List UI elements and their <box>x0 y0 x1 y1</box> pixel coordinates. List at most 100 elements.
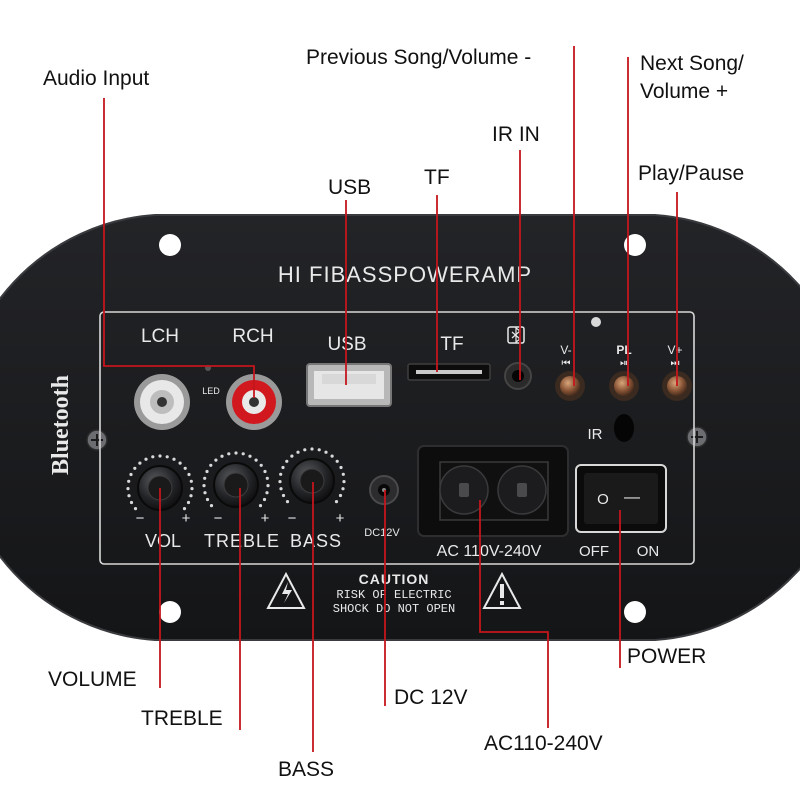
caution-line-2: SHOCK DO NOT OPEN <box>333 602 455 616</box>
callout-volume: VOLUME <box>48 668 137 691</box>
knob-scale-dot <box>342 480 346 484</box>
knob-scale-dot <box>281 465 285 470</box>
knob-scale-dot <box>205 469 209 474</box>
callout-ir-in: IR IN <box>492 123 540 146</box>
knob-scale-dot <box>248 454 252 458</box>
mount-hole-top-left <box>159 234 181 256</box>
rch-label: RCH <box>232 326 273 347</box>
electric-warning-icon <box>266 571 306 609</box>
knob-scale-dot <box>324 450 328 454</box>
off-label: OFF <box>579 543 609 560</box>
control-frame <box>99 311 695 565</box>
mount-hole-top-right <box>624 234 646 256</box>
knob-scale-dot <box>241 452 245 456</box>
previous-track-icon: ⏮ <box>562 358 571 369</box>
knob-scale-dot <box>138 461 142 465</box>
play-pause-icon: ⏯ <box>620 358 628 369</box>
ir-label: IR <box>588 426 603 443</box>
knob-scale-dot <box>285 459 289 463</box>
treble-knob[interactable] <box>213 462 259 508</box>
tf-label: TF <box>440 334 463 355</box>
previous-volume-down-button[interactable] <box>555 371 585 401</box>
dc12v-label: DC12V <box>364 527 400 539</box>
knob-scale-dot <box>266 484 270 488</box>
usb-label: USB <box>327 334 366 355</box>
knob-scale-dot <box>234 451 238 455</box>
treble-plus: + <box>261 510 270 527</box>
knob-scale-dot <box>338 493 343 498</box>
screw-right-icon <box>686 426 708 448</box>
knob-scale-dot <box>265 491 269 495</box>
knob-scale-dot <box>334 500 339 504</box>
knob-scale-dot <box>144 457 148 461</box>
callout-usb: USB <box>328 176 371 199</box>
lch-label: LCH <box>141 326 179 347</box>
knob-scale-dot <box>296 450 300 454</box>
on-label: ON <box>637 543 660 560</box>
leader-lines <box>103 46 678 752</box>
callout-dc12v: DC 12V <box>394 686 468 709</box>
callout-play-pause: Play/Pause <box>638 162 744 185</box>
switch-on-mark: — <box>624 489 640 506</box>
leader-audio-input <box>103 98 255 398</box>
ac-power-inlet <box>417 445 569 537</box>
knob-scale-dot <box>186 500 191 505</box>
knob-scale-dot <box>335 459 339 463</box>
knob-scale-dot <box>127 479 131 483</box>
callout-tf: TF <box>424 166 450 189</box>
vol-minus: − <box>136 510 145 527</box>
tf-card-slot <box>407 363 491 381</box>
caution-line-1: RISK OF ELECTRIC <box>336 588 451 602</box>
ac-voltage-label: AC 110V-240V <box>437 543 542 560</box>
knob-scale-dot <box>258 504 263 508</box>
knob-scale-dot <box>281 493 286 498</box>
knob-scale-dot <box>262 497 267 502</box>
knob-scale-dot <box>133 466 137 470</box>
knob-scale-dot <box>290 454 294 458</box>
power-rocker-switch[interactable] <box>575 464 667 533</box>
knob-scale-dot <box>303 448 307 452</box>
ir-input-jack <box>504 362 532 390</box>
callout-power: POWER <box>627 645 706 668</box>
treble-label: TREBLE <box>204 531 280 551</box>
panel-rivet <box>591 317 601 327</box>
knob-scale-dot <box>178 461 182 465</box>
bass-plus: + <box>336 510 345 527</box>
knob-scale-dot <box>158 454 162 458</box>
knob-scale-dot <box>202 484 206 488</box>
dot-ring-bass <box>278 447 346 504</box>
rca-jack-left <box>134 374 190 430</box>
vol-plus: + <box>182 510 191 527</box>
knob-scale-dot <box>129 500 134 505</box>
callout-next-song-1: Next Song/ <box>640 52 744 75</box>
knob-scale-dot <box>285 500 290 504</box>
knob-scale-dot <box>330 454 334 458</box>
knob-scale-dot <box>203 491 207 495</box>
callout-previous-song: Previous Song/Volume - <box>306 46 531 69</box>
knob-scale-dot <box>129 472 133 477</box>
treble-minus: − <box>214 510 223 527</box>
knob-scale-dot <box>227 452 231 456</box>
knob-scale-dot <box>209 504 214 508</box>
knob-scale-dot <box>187 472 191 477</box>
callout-treble: TREBLE <box>141 707 223 730</box>
caution-title: CAUTION <box>359 571 430 587</box>
knob-scale-dot <box>127 494 131 498</box>
prev-button-label: V- <box>560 343 571 357</box>
knob-scale-dot <box>151 455 155 459</box>
bass-knob[interactable] <box>289 458 335 504</box>
knob-scale-dot <box>254 458 258 462</box>
play-pause-button[interactable] <box>609 371 639 401</box>
dc12v-jack <box>369 475 399 505</box>
knob-scale-dot <box>263 469 267 474</box>
leader-ac <box>479 500 549 728</box>
knob-scale-dot <box>265 476 269 480</box>
vol-label: VOL <box>145 531 181 551</box>
knob-scale-dot <box>203 476 207 480</box>
knob-scale-dot <box>279 487 283 491</box>
ir-sensor-window <box>614 414 634 442</box>
knob-scale-dot <box>189 494 193 498</box>
bass-label: BASS <box>290 531 342 551</box>
